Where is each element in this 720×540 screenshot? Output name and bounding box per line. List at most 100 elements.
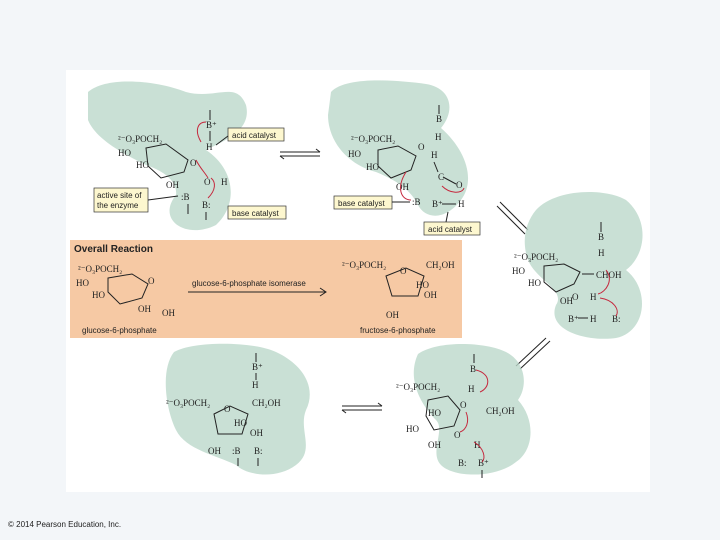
ch2oh-4: CH₂OH bbox=[486, 406, 515, 416]
oh-3: OH bbox=[560, 296, 573, 306]
ho-3: HO bbox=[512, 266, 525, 276]
bond bbox=[442, 176, 457, 185]
o-5: O bbox=[224, 404, 231, 414]
acid-catalyst-label-2: acid catalyst bbox=[428, 225, 473, 234]
electron-arrow bbox=[599, 297, 618, 317]
h-1: H bbox=[206, 142, 213, 152]
ring-4 bbox=[425, 395, 461, 431]
b-plus-5: B⁺ bbox=[252, 362, 263, 372]
oh-ov1b: OH bbox=[162, 308, 175, 318]
b-plus-3: B⁺ bbox=[568, 314, 579, 324]
h-3: H bbox=[598, 248, 605, 258]
ho-ov2: HO bbox=[416, 280, 429, 290]
c-2: C bbox=[438, 172, 444, 182]
h-3c: H bbox=[590, 314, 597, 324]
base-catalyst-box bbox=[227, 205, 287, 220]
acid-catalyst-box bbox=[227, 127, 285, 142]
enzyme-blob-3 bbox=[524, 191, 643, 339]
o-ring-1: O bbox=[190, 158, 197, 168]
electron-arrow bbox=[195, 159, 209, 179]
oh-ov1: OH bbox=[138, 304, 151, 314]
pointer bbox=[445, 211, 449, 223]
b-plus-4: B⁺ bbox=[478, 458, 489, 468]
ho-4: HO bbox=[428, 408, 441, 418]
phosphate-ov2: ²⁻O₃POCH₂ bbox=[342, 260, 386, 270]
fructose-ring bbox=[385, 267, 425, 297]
electron-arrow bbox=[475, 369, 489, 393]
ho-4b: HO bbox=[406, 424, 419, 434]
acid-catalyst-label: acid catalyst bbox=[232, 131, 277, 140]
b-base-1: B: bbox=[202, 200, 211, 210]
b-3: B bbox=[598, 232, 604, 242]
o-ov2: O bbox=[400, 266, 407, 276]
oh-ov2b: OH bbox=[386, 310, 399, 320]
ho-5: HO bbox=[234, 418, 247, 428]
pointer bbox=[215, 135, 229, 146]
mechanism-diagram: B⁺ H acid catalyst ²⁻O₃POCH₂ HO HO O OH … bbox=[70, 80, 643, 478]
oh-5: OH bbox=[250, 428, 263, 438]
o-3: O bbox=[572, 292, 579, 302]
electron-arrow bbox=[473, 441, 485, 463]
ch2oh-ov2: CH₂OH bbox=[426, 260, 455, 270]
phosphate-5: ²⁻O₃POCH₂ bbox=[166, 398, 210, 408]
oh-2: OH bbox=[396, 182, 409, 192]
enzyme-name: glucose-6-phosphate isomerase bbox=[192, 279, 306, 288]
oh-5b: OH bbox=[208, 446, 221, 456]
o-4: O bbox=[460, 400, 467, 410]
electron-arrow bbox=[597, 269, 610, 295]
electron-arrow bbox=[441, 185, 465, 193]
h-2c: H bbox=[458, 199, 465, 209]
ho-1: HO bbox=[118, 148, 131, 158]
b-2: B bbox=[436, 114, 442, 124]
ring-1 bbox=[145, 143, 189, 179]
h-4: H bbox=[468, 384, 475, 394]
overall-reaction-title: Overall Reaction bbox=[74, 244, 153, 255]
phosphate-3: ²⁻O₃POCH₂ bbox=[514, 252, 558, 262]
enzyme-blob-4 bbox=[413, 344, 531, 475]
overall-reaction-box bbox=[70, 240, 462, 338]
ho-3b: HO bbox=[528, 278, 541, 288]
o-4b: O bbox=[454, 430, 461, 440]
pointer bbox=[147, 195, 179, 201]
b-colon-1: :B bbox=[181, 192, 190, 202]
electron-arrow bbox=[400, 171, 412, 201]
ho-2: HO bbox=[348, 149, 361, 159]
phosphate-1: ²⁻O₃POCH₂ bbox=[118, 134, 162, 144]
phosphate-4: ²⁻O₃POCH₂ bbox=[396, 382, 440, 392]
ho-1b: HO bbox=[136, 160, 149, 170]
base-catalyst-label: base catalyst bbox=[232, 209, 279, 218]
phosphate-ov1: ²⁻O₃POCH₂ bbox=[78, 264, 122, 274]
b-colon-3: B: bbox=[612, 314, 621, 324]
enzyme-blob-2 bbox=[328, 80, 469, 216]
h-5: H bbox=[252, 380, 259, 390]
ring-3 bbox=[543, 263, 581, 293]
phosphate-2: ²⁻O₃POCH₂ bbox=[351, 134, 395, 144]
enzyme-blob-1 bbox=[88, 81, 247, 231]
o-ov1: O bbox=[148, 276, 155, 286]
h-2b: H bbox=[431, 150, 438, 160]
substrate-name: glucose-6-phosphate bbox=[82, 326, 157, 335]
product-name: fructose-6-phosphate bbox=[360, 326, 436, 335]
electron-arrow bbox=[196, 121, 207, 143]
b-colon-5b: B: bbox=[254, 446, 263, 456]
ring-2 bbox=[377, 145, 417, 179]
oh-4: OH bbox=[428, 440, 441, 450]
b-colon-4: B: bbox=[458, 458, 467, 468]
equilibrium-arrow-4 bbox=[341, 402, 383, 414]
o-2: O bbox=[418, 142, 425, 152]
acid-catalyst-box-2 bbox=[423, 221, 481, 236]
o-anomeric-1: O bbox=[204, 177, 211, 187]
b-4: B bbox=[470, 364, 476, 374]
equilibrium-arrow-2 bbox=[496, 201, 529, 235]
electron-arrow bbox=[459, 411, 469, 433]
b-colon-2: :B bbox=[412, 197, 421, 207]
b-plus-2: B⁺ bbox=[432, 199, 443, 209]
h-2: H bbox=[435, 132, 442, 142]
oh-1: OH bbox=[166, 180, 179, 190]
active-site-label-1: active site of bbox=[97, 191, 142, 200]
h-3b: H bbox=[590, 292, 597, 302]
ch2oh-5: CH₂OH bbox=[252, 398, 281, 408]
active-site-label-2: the enzyme bbox=[97, 201, 139, 210]
b-plus-1: B⁺ bbox=[206, 120, 217, 130]
